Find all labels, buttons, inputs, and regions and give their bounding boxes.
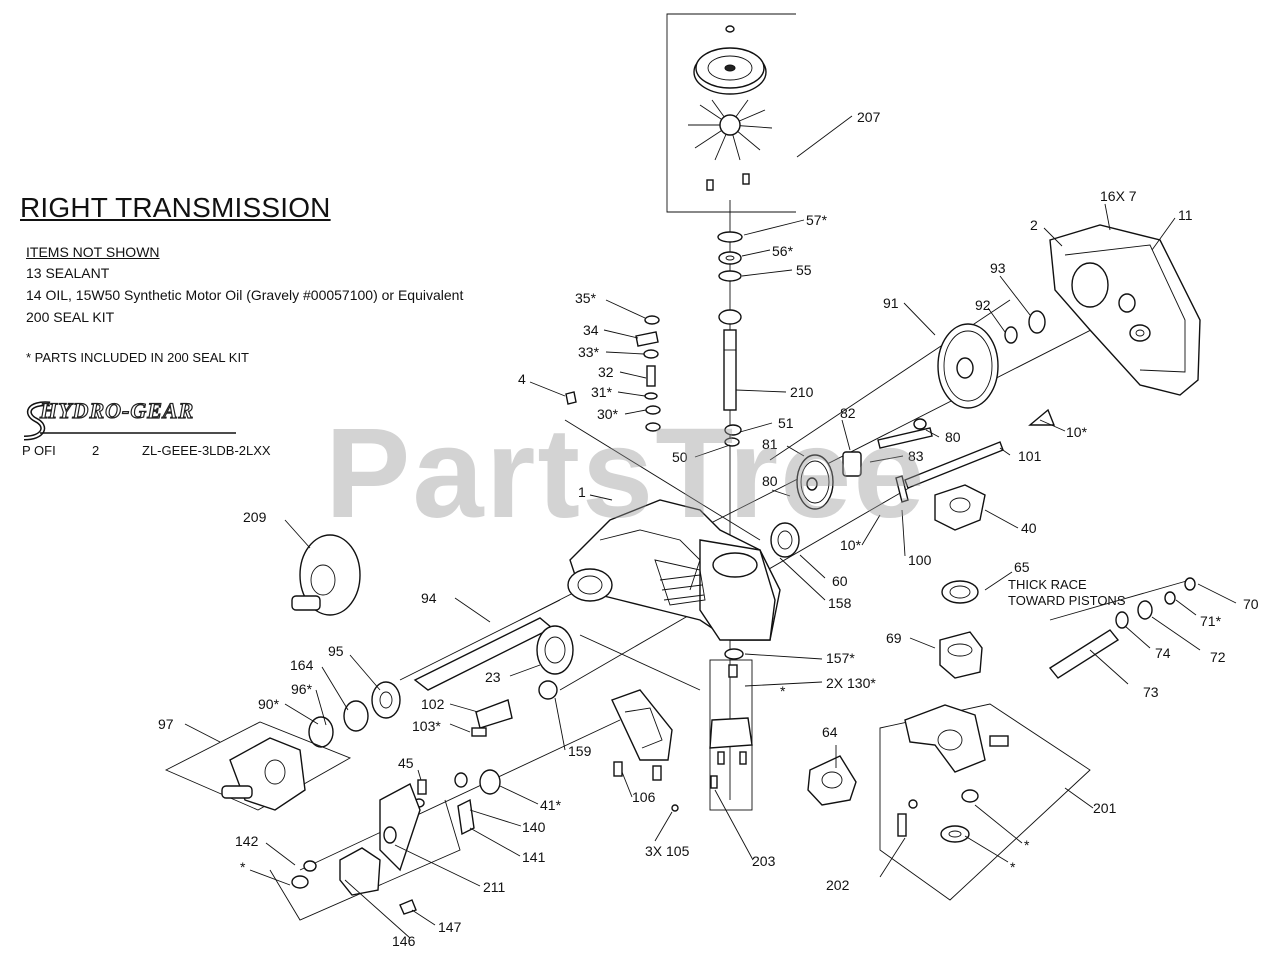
callout-label: 80: [945, 429, 961, 445]
callout-label: 45: [398, 755, 414, 771]
callout-label: 31*: [591, 384, 613, 400]
leader-lines: [184, 115, 1237, 939]
callout-label: 32: [598, 364, 614, 380]
hydro-gear-logo: HYDRO-GEAR: [39, 397, 195, 423]
callout-label: 95: [328, 643, 344, 659]
shaft-stack: [717, 231, 743, 447]
callout-label: 70: [1243, 596, 1259, 612]
callout-label: 81: [762, 436, 778, 452]
items-not-shown-heading: ITEMS NOT SHOWN: [26, 244, 160, 260]
callout-label: 211: [483, 879, 506, 895]
callout-label: 74: [1155, 645, 1171, 661]
callout-label: 83: [908, 448, 924, 464]
callout-label: TOWARD PISTONS: [1008, 593, 1126, 608]
items-not-shown-line: 14 OIL, 15W50 Synthetic Motor Oil (Grave…: [26, 287, 464, 303]
callout-label: 141: [522, 849, 546, 865]
callout-label: THICK RACE: [1008, 577, 1087, 592]
callout-label: 10*: [840, 537, 862, 553]
callout-label: 11: [1178, 207, 1193, 223]
callout-label: 80: [762, 473, 778, 489]
callout-label: 202: [826, 877, 850, 893]
callout-label: 159: [568, 743, 592, 759]
callout-label: 103*: [412, 718, 441, 734]
callout-label: 210: [790, 384, 814, 400]
callout-label: 94: [421, 590, 437, 606]
reference-code: 2: [92, 443, 100, 458]
callout-label: 142: [235, 833, 259, 849]
callout-label: 34: [583, 322, 599, 338]
callout-label: 41*: [540, 797, 562, 813]
callout-label: 3X 105: [645, 843, 690, 859]
callout-label: 57*: [806, 212, 828, 228]
callout-label: 4: [518, 371, 526, 387]
callout-label: 203: [752, 853, 776, 869]
callout-label: 35*: [575, 290, 597, 306]
items-not-shown-line: 13 SEALANT: [26, 265, 110, 281]
callout-label: 97: [158, 716, 174, 732]
callout-label: *: [240, 859, 246, 875]
callout-label: 101: [1018, 448, 1042, 464]
pulley-fan-box: [666, 13, 796, 213]
gears-and-bearings: [770, 310, 1056, 604]
callout-label: 56*: [772, 243, 794, 259]
hydro-gear-logo-swoosh: [23, 401, 51, 441]
callout-label: 55: [796, 262, 812, 278]
callout-label: 33*: [578, 344, 600, 360]
callout-label: 164: [290, 657, 314, 673]
callout-label: *: [780, 683, 786, 699]
callout-label: 91: [883, 295, 899, 311]
callout-label: 50: [672, 449, 688, 465]
callout-label: 69: [886, 630, 902, 646]
piston-stack: [565, 315, 661, 432]
main-housing: [567, 499, 781, 641]
right-cover: [1049, 224, 1201, 396]
reference-code: P OFI: [22, 443, 56, 458]
callout-label: 90*: [258, 696, 280, 712]
callout-label: *: [1010, 859, 1016, 875]
callout-label: 158: [828, 595, 852, 611]
diagram-title: RIGHT TRANSMISSION: [20, 192, 331, 223]
callout-label: 207: [857, 109, 881, 125]
callout-label: 30*: [597, 406, 619, 422]
callout-label: 106: [632, 789, 656, 805]
callout-label: 10*: [1066, 424, 1088, 440]
callout-label: 65: [1014, 559, 1030, 575]
callout-label: 73: [1143, 684, 1159, 700]
callout-label: 201: [1093, 800, 1117, 816]
callout-label: 82: [840, 405, 856, 421]
callout-label: 60: [832, 573, 848, 589]
partstree-watermark: PartsTree: [325, 402, 927, 545]
callout-label: 2X 130*: [826, 675, 876, 691]
right-lower-parts: [807, 577, 1196, 901]
callout-label: 157*: [826, 650, 855, 666]
reference-code: ZL-GEEE-3LDB-2LXX: [142, 443, 271, 458]
lower-mid-parts: [269, 648, 753, 921]
callout-label: 71*: [1200, 613, 1222, 629]
callout-label: 1: [578, 484, 586, 500]
callout-label: 147: [438, 919, 462, 935]
callout-label: 92: [975, 297, 991, 313]
callout-label: 96*: [291, 681, 313, 697]
seal-kit-note: * PARTS INCLUDED IN 200 SEAL KIT: [26, 350, 249, 365]
callout-label: 102: [421, 696, 445, 712]
callout-label: 2: [1030, 217, 1038, 233]
callout-label: *: [1024, 837, 1030, 853]
callout-labels: 207 57* 56* 55 16X 7 11 2 93 92 91 35* 3…: [158, 109, 1259, 949]
left-axle-parts: [164, 534, 574, 811]
callout-label: 16X 7: [1100, 188, 1137, 204]
items-not-shown-line: 200 SEAL KIT: [26, 309, 115, 325]
logo-underline: [40, 432, 236, 434]
callout-label: 209: [243, 509, 267, 525]
callout-label: 23: [485, 669, 501, 685]
callout-label: 72: [1210, 649, 1226, 665]
callout-label: 100: [908, 552, 932, 568]
callout-label: 140: [522, 819, 546, 835]
callout-label: 93: [990, 260, 1006, 276]
callout-label: 146: [392, 933, 416, 949]
callout-label: 64: [822, 724, 838, 740]
callout-label: 51: [778, 415, 794, 431]
callout-label: 40: [1021, 520, 1037, 536]
